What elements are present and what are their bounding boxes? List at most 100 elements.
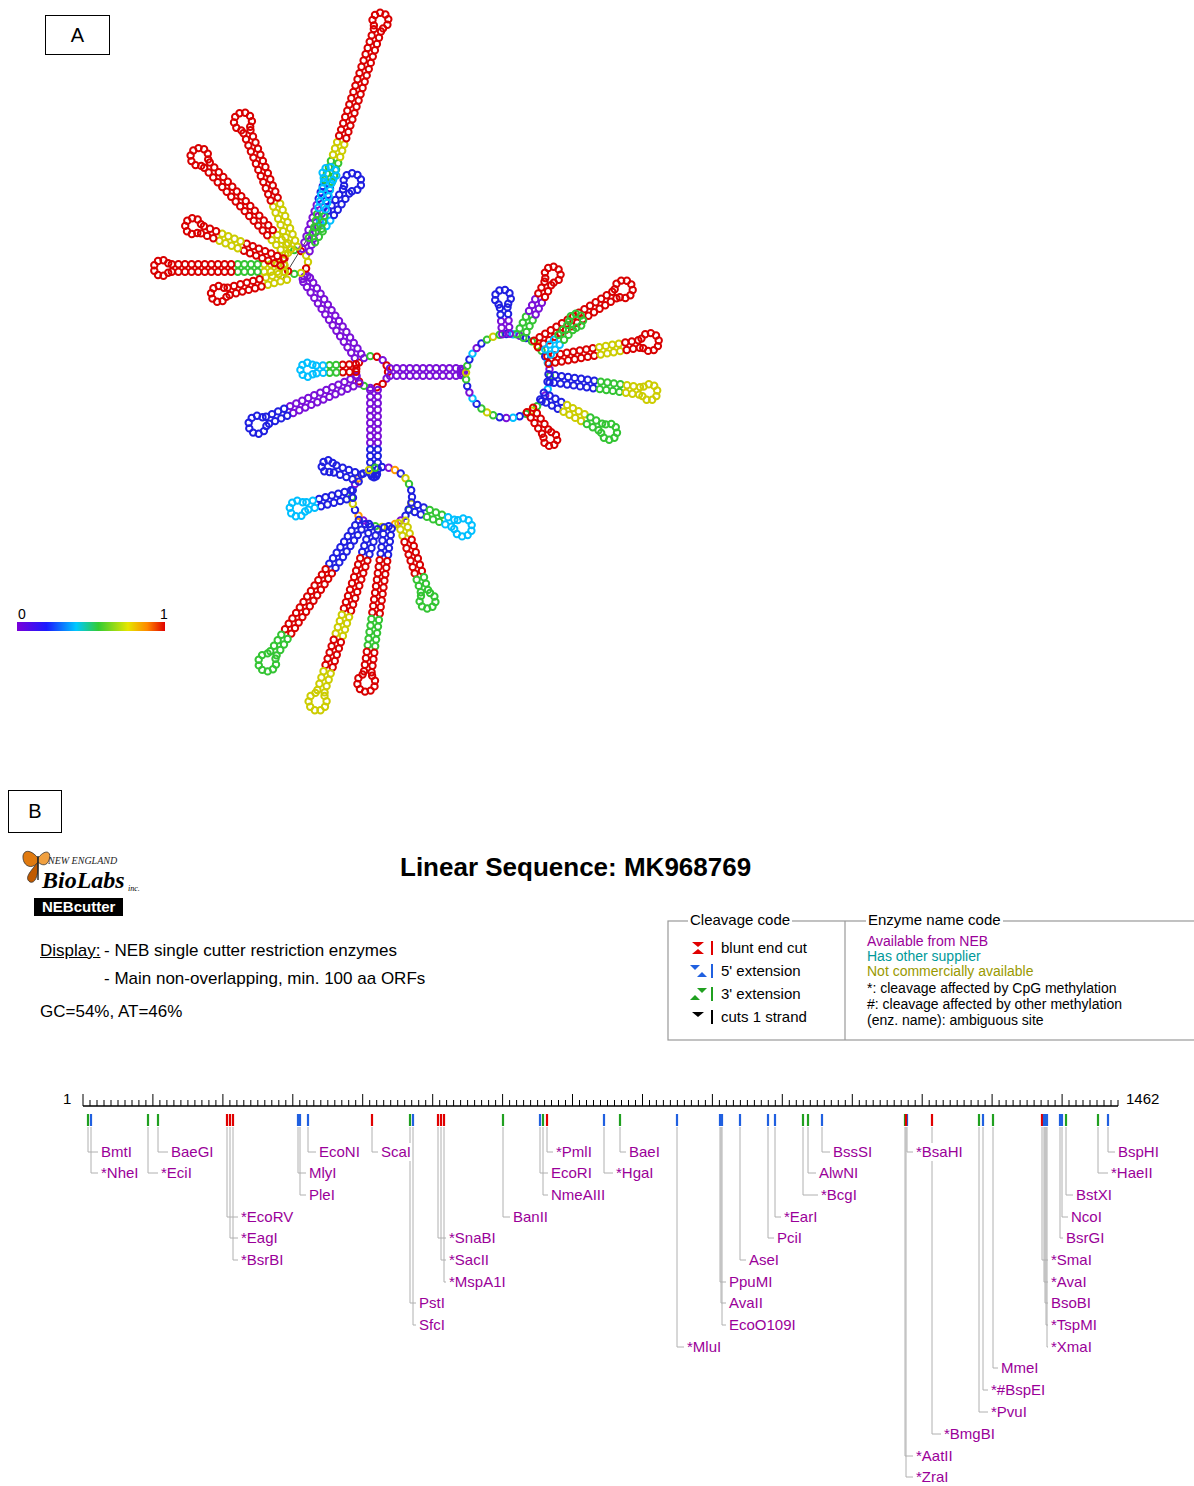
ruler-tick <box>579 1100 580 1106</box>
ruler-tick <box>922 1094 923 1106</box>
ruler-tick <box>166 1100 167 1106</box>
leader-line <box>775 1127 781 1217</box>
enzyme-name: *PvuI <box>990 1403 1028 1421</box>
leader-line <box>540 1127 548 1173</box>
ruler-tick <box>852 1094 853 1106</box>
ruler-tick <box>782 1094 783 1106</box>
base-dot <box>228 269 234 275</box>
ruler-tick <box>551 1100 552 1106</box>
base-dot <box>497 311 503 317</box>
ruler-tick <box>614 1100 615 1106</box>
base-dot <box>353 361 359 367</box>
base-dot <box>616 341 622 347</box>
base-dot <box>380 531 386 537</box>
base-dot <box>363 655 369 661</box>
base-dot <box>375 407 381 413</box>
panel-label-box: A <box>45 15 110 55</box>
base-dot <box>386 545 392 551</box>
panel-letter: B <box>28 800 41 823</box>
ruler-tick <box>929 1100 930 1106</box>
cut-site-tick <box>229 1114 231 1126</box>
base-dot <box>610 388 616 394</box>
base-dot <box>375 400 381 406</box>
enzyme-name: *BsaHI <box>915 1143 964 1161</box>
base-dot <box>629 338 635 344</box>
enzyme-name: PciI <box>776 1229 803 1247</box>
ruler-tick <box>733 1100 734 1106</box>
enzyme-name: *BsrBI <box>240 1251 285 1269</box>
enzyme-name: *SacII <box>448 1251 490 1269</box>
cut-site-tick <box>1043 1114 1045 1126</box>
ruler-tick <box>111 1100 112 1106</box>
base-dot <box>254 261 260 267</box>
base-dot <box>420 373 426 379</box>
backbone-line <box>282 215 322 280</box>
base-dot <box>629 391 635 397</box>
ruler-tick <box>271 1100 272 1106</box>
base-dot <box>407 373 413 379</box>
base-dot <box>552 372 558 378</box>
ruler-tick <box>859 1100 860 1106</box>
base-dot <box>572 356 578 362</box>
text-label: #: cleavage affected by other methylatio… <box>867 996 1122 1013</box>
base-dot <box>321 213 327 219</box>
ruler-tick <box>334 1100 335 1106</box>
base-dot <box>379 591 385 597</box>
ruler-tick <box>992 1094 993 1106</box>
base-dot <box>340 369 346 375</box>
cut-site-tick <box>807 1114 809 1126</box>
enzyme-name: MlyI <box>308 1164 338 1182</box>
leader-line <box>88 1127 98 1152</box>
base-dot <box>413 373 419 379</box>
enzyme-name: SfcI <box>418 1316 446 1334</box>
base-dot <box>241 261 247 267</box>
base-dot <box>370 656 376 662</box>
base-dot <box>408 487 414 493</box>
base-dot <box>393 373 399 379</box>
ruler-tick <box>1055 1100 1056 1106</box>
base-dot <box>400 365 406 371</box>
enzyme-name: BspHI <box>1117 1143 1160 1161</box>
enzyme-name: EcoO109I <box>728 1316 797 1334</box>
legend-frame <box>668 921 1194 1040</box>
ruler-tick <box>957 1100 958 1106</box>
base-dot <box>362 662 368 668</box>
enzyme-name: EcoNI <box>318 1143 361 1161</box>
ruler-tick <box>985 1100 986 1106</box>
base-dot <box>384 558 390 564</box>
ruler-tick <box>376 1100 377 1106</box>
cut-site-tick <box>502 1114 504 1126</box>
base-dot <box>367 420 373 426</box>
enzyme-name: *NheI <box>100 1164 140 1182</box>
ruler-tick <box>936 1100 937 1106</box>
ruler-tick <box>712 1094 713 1106</box>
base-dot <box>359 671 365 677</box>
base-dot <box>570 382 576 388</box>
base-dot <box>603 387 609 393</box>
enzyme-name: *SnaBI <box>448 1229 497 1247</box>
leader-line <box>438 1127 446 1238</box>
ruler-tick <box>516 1100 517 1106</box>
ruler-tick <box>306 1100 307 1106</box>
base-dot <box>380 25 386 31</box>
text-label: Cleavage code <box>688 911 792 929</box>
ruler-tick <box>187 1100 188 1106</box>
enzyme-name: *EagI <box>240 1229 279 1247</box>
leader-line <box>808 1127 816 1173</box>
leader-line <box>148 1127 158 1173</box>
ruler-tick <box>418 1100 419 1106</box>
ruler-tick <box>761 1100 762 1106</box>
text-label: NEBcutter <box>34 898 123 916</box>
enzyme-name: BsoBI <box>1050 1294 1092 1312</box>
ruler-tick <box>1062 1094 1063 1106</box>
base-dot <box>440 373 446 379</box>
base-dot <box>365 635 371 641</box>
ruler-tick <box>670 1100 671 1106</box>
ruler-tick <box>383 1100 384 1106</box>
base-dot <box>617 381 623 387</box>
base-dot <box>377 550 383 556</box>
base-dot <box>552 359 558 365</box>
base-dot <box>346 369 352 375</box>
base-dot <box>375 440 381 446</box>
